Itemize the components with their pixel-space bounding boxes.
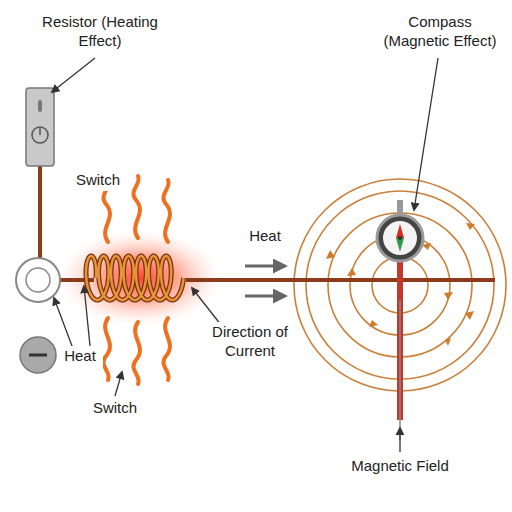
label: Heat <box>242 226 288 247</box>
label: Direction of Current <box>202 322 298 362</box>
heat-flames <box>103 176 169 384</box>
label: Switch <box>68 170 128 191</box>
compass <box>377 200 423 440</box>
label: Resistor (Heating Effect) <box>33 12 167 52</box>
leader-lines <box>52 58 438 452</box>
coil-wire <box>86 256 183 300</box>
label: Magnetic Field <box>340 456 460 477</box>
battery-terminal <box>20 337 56 373</box>
label: Switch <box>84 398 146 419</box>
label: Heat <box>57 346 103 367</box>
wire-to-switch <box>38 165 42 258</box>
switch-symbol <box>26 88 54 166</box>
label: Compass (Magnetic Effect) <box>376 12 504 52</box>
wire <box>20 278 495 282</box>
heat-arrows <box>245 266 285 296</box>
terminal-ring <box>16 258 60 302</box>
coil-outline <box>86 256 183 300</box>
resistor-coil <box>86 256 183 300</box>
